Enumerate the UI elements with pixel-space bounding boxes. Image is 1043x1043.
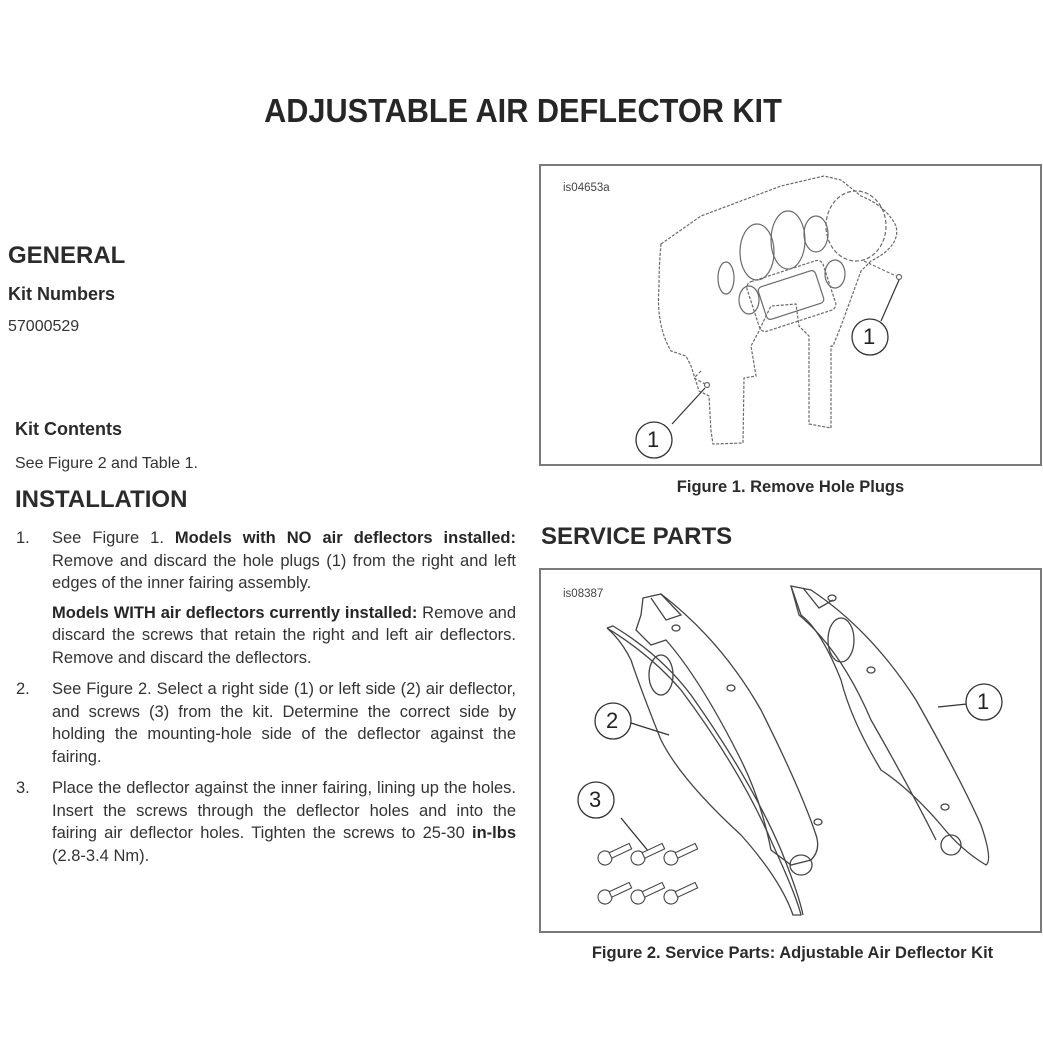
installation-step-3: 3. Place the deflector against the inner… bbox=[16, 777, 516, 867]
installation-steps: 1. See Figure 1. Models with NO air defl… bbox=[16, 527, 516, 867]
step-paragraph: Place the deflector against the inner fa… bbox=[52, 777, 516, 867]
step-bold-text: Models WITH air deflectors currently ins… bbox=[52, 603, 418, 622]
installation-heading: INSTALLATION bbox=[15, 486, 188, 513]
callout-2 bbox=[594, 702, 632, 740]
step-text: Remove and discard the screws that retai… bbox=[52, 603, 516, 667]
general-heading: GENERAL bbox=[8, 242, 126, 269]
callout-3 bbox=[577, 781, 615, 819]
step-text: (2.8-3.4 Nm). bbox=[52, 846, 150, 865]
inner-fairing-illustration bbox=[635, 175, 903, 459]
figure-2-id: is08387 bbox=[563, 588, 604, 600]
callout-label: 1 bbox=[863, 324, 876, 349]
step-text: See Figure 2. Select a right side (1) or… bbox=[52, 680, 516, 766]
document-title: ADJUSTABLE AIR DEFLECTOR KIT bbox=[264, 92, 782, 129]
callout-label: 1 bbox=[977, 689, 990, 714]
step-text: Remove and discard the hole plugs (1) fr… bbox=[52, 551, 516, 593]
installation-step-2: 2. See Figure 2. Select a right side (1)… bbox=[16, 678, 516, 768]
service-parts-heading: SERVICE PARTS bbox=[541, 523, 733, 550]
figure-1-caption: Figure 1. Remove Hole Plugs bbox=[676, 478, 905, 496]
callout-label: 2 bbox=[606, 708, 619, 733]
kit-contents-heading: Kit Contents bbox=[15, 419, 122, 439]
callout-1-right bbox=[851, 318, 889, 356]
step-bold-text: in-lbs bbox=[472, 824, 516, 842]
step-paragraph: Models WITH air deflectors currently ins… bbox=[52, 602, 516, 670]
figure-1-frame: is04653a bbox=[539, 164, 1042, 466]
step-text: See Figure 1. bbox=[52, 529, 175, 547]
kit-contents-text: See Figure 2 and Table 1. bbox=[15, 455, 198, 472]
kit-number-value: 57000529 bbox=[8, 318, 80, 335]
figure-1-id: is04653a bbox=[563, 182, 610, 194]
step-number: 3. bbox=[16, 779, 30, 797]
step-text: Place the deflector against the inner fa… bbox=[52, 779, 516, 842]
callout-label: 1 bbox=[647, 427, 660, 452]
step-bold-text: Models with NO air deflectors installed: bbox=[174, 529, 516, 547]
step-number: 2. bbox=[16, 680, 30, 698]
kit-numbers-heading: Kit Numbers bbox=[8, 284, 116, 304]
installation-step-1: 1. See Figure 1. Models with NO air defl… bbox=[16, 527, 516, 669]
figure-2-caption: Figure 2. Service Parts: Adjustable Air … bbox=[591, 944, 994, 962]
callout-1-left bbox=[635, 421, 673, 459]
step-paragraph: See Figure 1. Models with NO air deflect… bbox=[52, 527, 516, 595]
air-deflectors-illustration bbox=[577, 585, 1003, 916]
callout-label: 3 bbox=[589, 787, 602, 812]
step-number: 1. bbox=[16, 529, 30, 547]
figure-2-frame: is08387 bbox=[539, 568, 1042, 933]
callout-1 bbox=[965, 683, 1003, 721]
screws-group bbox=[597, 842, 699, 905]
